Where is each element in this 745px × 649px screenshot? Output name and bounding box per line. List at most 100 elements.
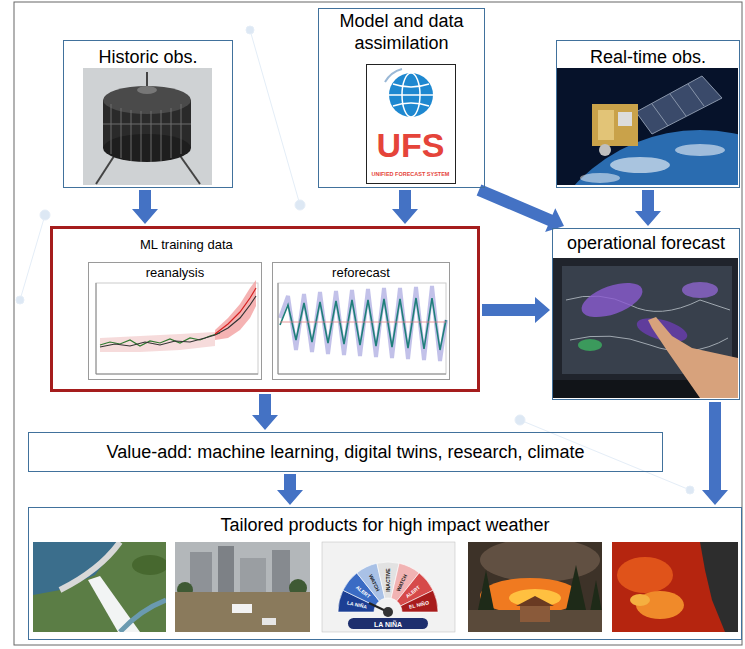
- realtime-satellite-photo: [580, 173, 620, 183]
- flow-arrow: [482, 297, 550, 323]
- figure-frame: [14, 2, 742, 645]
- source-box: Historic obs.: [63, 40, 233, 188]
- flow-arrow: [635, 190, 661, 226]
- gauge-label: INACTIVE: [386, 568, 391, 591]
- ufs-globe-logo: [393, 103, 429, 106]
- ufs-globe-logo: [385, 69, 433, 117]
- chart-panel: reforecast: [272, 262, 450, 380]
- network-decoration: [20, 215, 45, 300]
- flow-arrow: [132, 190, 158, 224]
- reforecast-chart: [280, 298, 446, 350]
- flood-photo: [218, 546, 234, 592]
- wildfire-photo: [468, 542, 602, 632]
- dam-photo: [120, 600, 166, 632]
- enso-gauge: [322, 542, 455, 632]
- wildfire-photo: [520, 606, 550, 622]
- flood-photo: [240, 558, 266, 592]
- reanalysis-chart: [215, 288, 256, 334]
- realtime-satellite-photo: [610, 157, 670, 173]
- historic-satellite-photo: [83, 68, 212, 185]
- flow-arrow: [277, 474, 303, 505]
- box-title: Tailored products for high impact weathe…: [33, 515, 737, 537]
- gauge-label: EL NIÑO: [409, 600, 430, 609]
- network-decoration: [250, 30, 300, 205]
- realtime-satellite-photo: [557, 130, 738, 185]
- flood-photo: [232, 604, 252, 613]
- forecaster-screen-photo: [553, 258, 738, 398]
- forecaster-screen-photo: [577, 276, 647, 324]
- wildfire-photo: [590, 580, 602, 612]
- reforecast-chart: [280, 322, 446, 323]
- historic-satellite-photo: [151, 111, 152, 162]
- historic-satellite-photo: [83, 68, 212, 185]
- flood-photo: [175, 542, 310, 632]
- historic-satellite-photo: [103, 86, 191, 114]
- enso-gauge: [383, 607, 393, 617]
- wildfire-photo: [566, 565, 586, 610]
- gauge-label: ALERT: [355, 585, 371, 599]
- flood-photo: [272, 550, 290, 592]
- flood-photo: [190, 552, 212, 592]
- forecaster-screen-photo: [570, 336, 728, 351]
- flow-arrow: [252, 394, 278, 430]
- historic-satellite-photo: [131, 110, 132, 161]
- ufs-globe-logo: [385, 69, 402, 82]
- sea-temperature-map: [630, 594, 650, 606]
- network-decoration: [295, 200, 305, 210]
- network-decoration: [40, 210, 50, 220]
- sea-temperature-map: [612, 542, 738, 632]
- ufs-globe-logo: [389, 94, 433, 96]
- wildfire-photo: [516, 596, 554, 606]
- realtime-satellite-photo: [557, 68, 738, 185]
- realtime-satellite-photo: [688, 84, 704, 106]
- gauge-label: LA NIÑA: [346, 600, 367, 609]
- flood-photo: [262, 618, 276, 625]
- source-box: Real-time obs.: [556, 40, 740, 188]
- box-title: ML training data: [140, 237, 340, 253]
- realtime-satellite-photo: [598, 110, 614, 140]
- network-decoration: [686, 486, 694, 494]
- flow-arrow: [702, 402, 728, 505]
- reanalysis-chart: [100, 296, 256, 347]
- network-decoration: [246, 26, 254, 34]
- chart-panel: reanalysis: [88, 262, 262, 380]
- source-box: Model and data assimilationUFSUNIFIED FO…: [318, 8, 485, 188]
- reanalysis-chart: [215, 280, 256, 340]
- training-data-box: ML training data reanalysis reforecast: [50, 226, 480, 392]
- flow-arrow: [477, 184, 564, 232]
- reanalysis-chart: [96, 283, 97, 374]
- network-decoration: [16, 296, 24, 304]
- forecaster-screen-photo: [578, 339, 602, 351]
- historic-satellite-photo: [103, 124, 191, 125]
- flow-arrow: [392, 190, 418, 224]
- realtime-satellite-photo: [675, 144, 725, 156]
- logo-subtext: UNIFIED FORECAST SYSTEM: [371, 171, 451, 178]
- gauge-label: ALERT: [405, 585, 421, 599]
- historic-satellite-photo: [111, 104, 112, 154]
- network-decoration: [515, 415, 525, 425]
- ufs-globe-logo: [389, 73, 433, 117]
- box-title: Real-time obs.: [561, 47, 735, 69]
- reanalysis-chart: [96, 374, 258, 375]
- flood-photo: [175, 542, 310, 632]
- reforecast-chart: [278, 283, 446, 374]
- reforecast-chart: [278, 374, 446, 375]
- box-title: reanalysis: [93, 265, 257, 281]
- sea-temperature-map: [617, 557, 673, 593]
- historic-satellite-photo: [161, 110, 162, 161]
- forecaster-screen-photo: [648, 317, 738, 398]
- wildfire-photo: [509, 589, 561, 607]
- reforecast-chart: [278, 283, 446, 374]
- box-title: Model and data assimilation: [323, 11, 480, 54]
- historic-satellite-photo: [146, 72, 148, 88]
- box-title: reforecast: [277, 265, 445, 281]
- forecaster-screen-photo: [553, 258, 738, 398]
- enso-gauge: [322, 542, 455, 632]
- dam-photo: [132, 555, 166, 575]
- ufs-globe-logo: [393, 84, 429, 87]
- historic-satellite-photo: [141, 111, 142, 162]
- historic-satellite-photo: [137, 86, 157, 94]
